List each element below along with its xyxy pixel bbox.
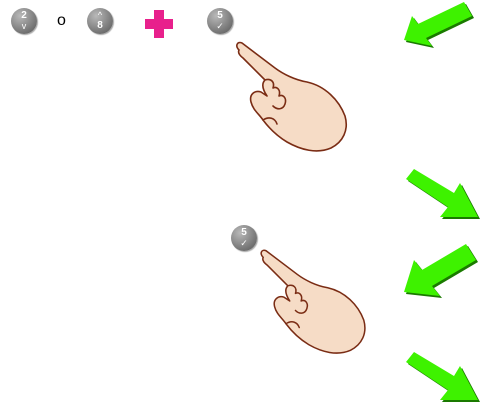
hand-pointer-icon — [229, 38, 354, 154]
key-symbol: ^ — [87, 11, 113, 20]
key-number: 5 — [207, 11, 233, 21]
key-symbol: v — [11, 22, 37, 31]
key-number: 8 — [87, 21, 113, 31]
plus-icon — [143, 8, 175, 40]
or-label: o — [57, 12, 66, 30]
arrow-down-left-icon — [400, 240, 481, 300]
key-5-ok[interactable]: 5 ✓ — [207, 8, 233, 34]
hand-pointer-icon — [253, 246, 373, 356]
key-number: 5 — [231, 228, 257, 238]
key-2-down[interactable]: 2 v — [11, 8, 37, 34]
key-8-up[interactable]: ^ 8 — [87, 8, 113, 34]
arrow-down-right-icon — [402, 167, 481, 223]
arrow-down-right-icon — [402, 350, 481, 405]
arrow-down-left-icon — [398, 0, 478, 48]
key-symbol: ✓ — [207, 22, 233, 31]
key-number: 2 — [11, 11, 37, 21]
